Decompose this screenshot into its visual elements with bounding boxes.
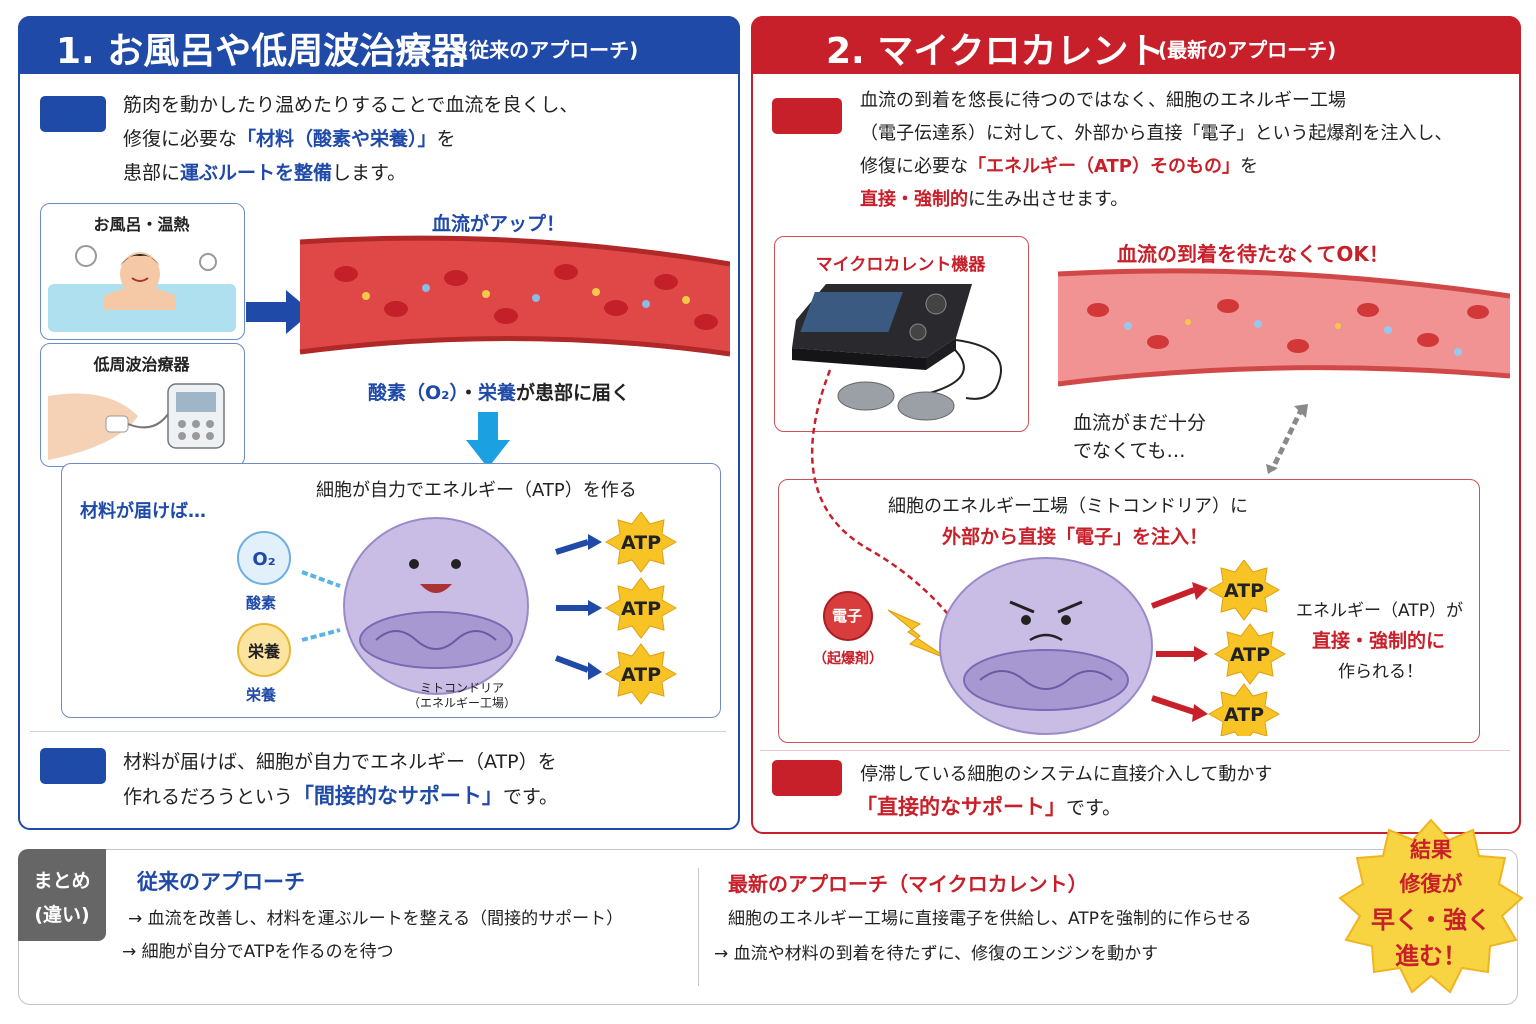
microcurrent-header bbox=[751, 16, 1521, 74]
summary-left-item-2: → 細胞が自分でATPを作るのを待つ bbox=[122, 942, 394, 962]
atp-label: ATP bbox=[621, 664, 661, 686]
inject-line-1: 細胞のエネルギー工場（ミトコンドリア）に bbox=[888, 496, 1248, 517]
atp-label: ATP bbox=[621, 598, 661, 620]
summary-tag-line-2: (違い) bbox=[34, 904, 90, 926]
badge-line-4: 進む！ bbox=[1395, 942, 1467, 970]
not-enough-line-1: 血流がまだ十分 bbox=[1073, 412, 1207, 434]
arrow-icon: → bbox=[128, 909, 143, 929]
down-arrow-icon bbox=[466, 412, 510, 468]
microcurrent-device-illustration bbox=[792, 284, 1002, 421]
feature-tag: 特徴 bbox=[40, 748, 106, 784]
electron-label: （起爆剤） bbox=[813, 651, 883, 667]
oxygen-label: 酸素 bbox=[246, 594, 277, 612]
bloodflow-up-label: 血流がアップ！ bbox=[432, 213, 566, 235]
role-line-4: 直接・強制的に生み出させます。 bbox=[860, 189, 1129, 210]
oxygen-icon-label: O₂ bbox=[252, 549, 275, 570]
delivery-label: 酸素（O₂）・栄養が患部に届く bbox=[368, 382, 631, 404]
badge-line-2: 修復が bbox=[1399, 872, 1463, 896]
right-arrow-icon bbox=[246, 290, 312, 334]
bidirectional-arrow-icon bbox=[1266, 404, 1308, 474]
mito-sublabel: （エネルギー工場） bbox=[408, 696, 517, 710]
mito-label: ミトコンドリア bbox=[420, 681, 505, 695]
summary-right-title: 最新のアプローチ（マイクロカレント） bbox=[728, 872, 1088, 896]
role-tag: 役割 bbox=[772, 98, 842, 134]
summary-right-item-1: 細胞のエネルギー工場に直接電子を供給し、ATPを強制的に作らせる bbox=[728, 909, 1252, 929]
result-line-3: 作られる！ bbox=[1338, 662, 1423, 682]
feature-tag: 特徴 bbox=[772, 760, 842, 796]
summary-left-title: 従来のアプローチ bbox=[137, 870, 305, 894]
inject-line-2: 外部から直接「電子」を注入！ bbox=[942, 526, 1209, 548]
electron-icon bbox=[823, 591, 873, 641]
bath-label: お風呂・温熱 bbox=[93, 215, 190, 234]
feature-line-2: 作れるだろうという「間接的なサポート」です。 bbox=[123, 784, 558, 808]
summary-right-item-2: → 血流や材料の到着を待たずに、修復のエンジンを動かす bbox=[714, 944, 1159, 964]
nutrient-icon-label: 栄養 bbox=[247, 642, 280, 661]
mitochondria-icon bbox=[963, 649, 1129, 711]
tens-label: 低周波治療器 bbox=[93, 355, 190, 374]
atp-label: ATP bbox=[621, 532, 661, 554]
badge-line-3: 早く・強く bbox=[1371, 906, 1491, 934]
role-line-3: 患部に運ぶルートを整備します。 bbox=[123, 162, 407, 184]
feature-line-1: 材料が届けば、細胞が自力でエネルギー（ATP）を bbox=[123, 751, 557, 773]
nutrient-icon bbox=[237, 623, 291, 677]
arrow-icon: → bbox=[714, 944, 729, 964]
summary-tag-line-1: まとめ bbox=[33, 870, 91, 892]
microcurrent-title: 2. マイクロカレント bbox=[826, 31, 1165, 72]
device-label: マイクロカレント機器 bbox=[815, 255, 986, 275]
feature-line-1: 停滞している細胞のシステムに直接介入して動かす bbox=[860, 764, 1273, 785]
role-line-2: （電子伝達系）に対して、外部から直接「電子」という起爆剤を注入し、 bbox=[860, 123, 1453, 144]
blood-vessel-conventional bbox=[246, 235, 730, 357]
microcurrent-subtitle: (最新のアプローチ) bbox=[1158, 38, 1337, 62]
oxygen-icon bbox=[237, 531, 291, 585]
nutrient-label: 栄養 bbox=[246, 686, 277, 704]
summary-left-item-1: → 血流を改善し、材料を運ぶルートを整える（間接的サポート） bbox=[128, 909, 624, 929]
atp-output-microcurrent: ATP ATP ATP bbox=[1150, 560, 1287, 736]
no-wait-label: 血流の到着を待たなくてOK！ bbox=[1117, 242, 1389, 266]
not-enough-line-2: でなくても… bbox=[1073, 440, 1186, 462]
materials-label: 材料が届けば… bbox=[80, 501, 206, 522]
role-line-3: 修復に必要な「エネルギー（ATP）そのもの」を bbox=[860, 156, 1259, 177]
arrow-icon: → bbox=[122, 942, 137, 962]
conventional-header bbox=[18, 16, 740, 74]
summary-tag bbox=[18, 849, 106, 941]
blood-vessel-microcurrent bbox=[1058, 268, 1510, 387]
atp-label: ATP bbox=[1224, 580, 1264, 602]
bath-illustration bbox=[48, 245, 236, 332]
result-badge bbox=[1338, 818, 1524, 994]
role-line-1: 筋肉を動かしたり温めたりすることで血流を良くし、 bbox=[123, 94, 579, 116]
atp-label: ATP bbox=[1224, 704, 1264, 726]
tens-illustration bbox=[48, 383, 225, 460]
atp-label: ATP bbox=[1230, 644, 1270, 666]
conventional-subtitle: (従来のアプローチ) bbox=[460, 38, 639, 62]
mitochondria-icon bbox=[359, 611, 513, 669]
electron-icon-label: 電子 bbox=[831, 607, 862, 625]
role-tag: 役割 bbox=[40, 96, 106, 132]
result-line-1: エネルギー（ATP）が bbox=[1296, 601, 1463, 621]
summary-panel bbox=[18, 849, 1518, 1005]
badge-line-1: 結果 bbox=[1410, 838, 1452, 862]
role-line-2: 修復に必要な「材料（酸素や栄養）」を bbox=[123, 128, 456, 150]
divider bbox=[30, 731, 726, 732]
result-line-2: 直接・強制的に bbox=[1312, 630, 1446, 652]
cell-diagram-microcurrent bbox=[810, 369, 1153, 735]
role-line-1: 血流の到着を悠長に待つのではなく、細胞のエネルギー工場 bbox=[860, 90, 1346, 111]
summary-divider bbox=[698, 868, 699, 986]
cell-title: 細胞が自力でエネルギー（ATP）を作る bbox=[316, 480, 637, 501]
cell-diagram-conventional: O₂ 栄養 ATP ATP ATP bbox=[237, 512, 678, 705]
divider bbox=[760, 750, 1510, 751]
conventional-title: 1. お風呂や低周波治療器 bbox=[56, 31, 468, 72]
feature-line-2: 「直接的なサポート」です。 bbox=[856, 795, 1122, 819]
